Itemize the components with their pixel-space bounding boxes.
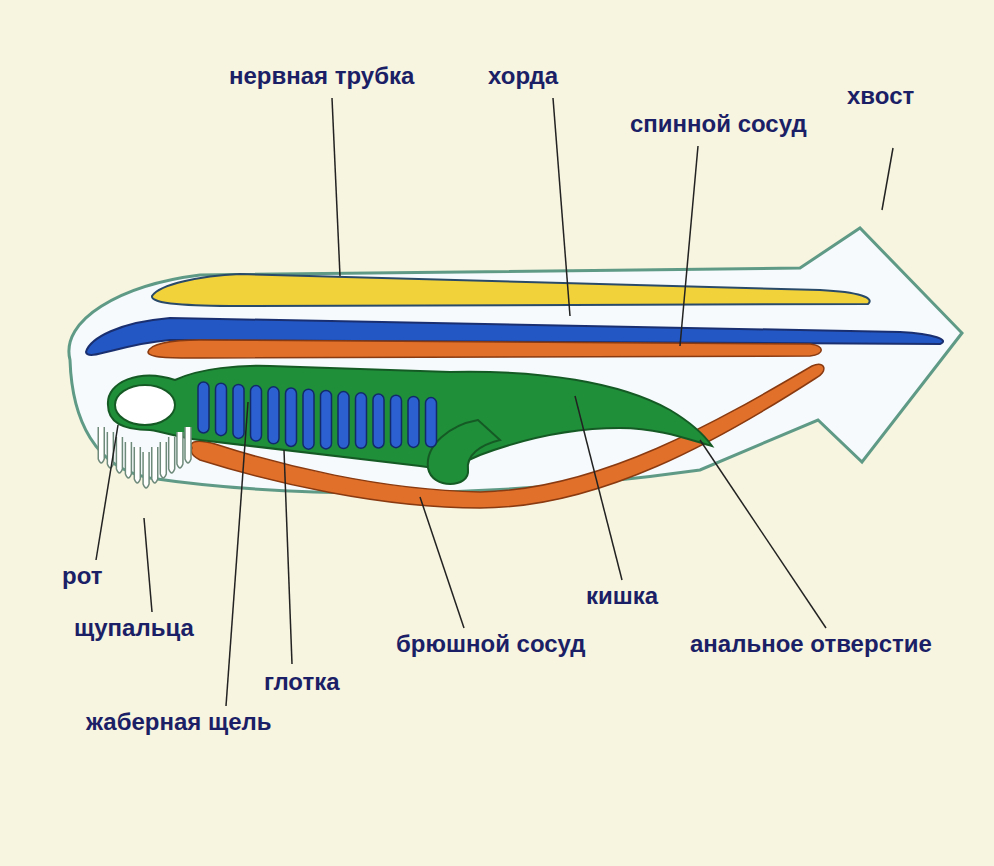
part-label: брюшной сосуд: [394, 630, 588, 658]
dorsal-vessel: [148, 340, 821, 358]
part-label: хорда: [486, 62, 560, 90]
tentacle: [177, 432, 183, 468]
gill-slit: [338, 392, 349, 449]
gill-slit: [303, 389, 314, 449]
part-label: жаберная щель: [84, 708, 274, 736]
gill-slit: [373, 394, 384, 448]
tentacle: [143, 452, 149, 488]
gill-slit: [321, 390, 332, 449]
tentacle: [125, 442, 131, 478]
tentacle: [116, 437, 122, 473]
hepatic-caecum: [428, 420, 500, 484]
gill-slit: [268, 387, 279, 444]
gill-slit: [198, 382, 209, 433]
gill-slit: [356, 393, 367, 449]
tentacle: [98, 427, 104, 463]
nerve-tube: [152, 274, 870, 306]
tentacle: [169, 437, 175, 473]
gill-slit: [233, 384, 244, 438]
gill-slit: [408, 396, 419, 447]
gill-slit: [391, 395, 402, 448]
tentacle: [160, 442, 166, 478]
mouth-cavity: [115, 385, 175, 425]
tentacle: [185, 427, 191, 463]
gill-slit: [216, 383, 227, 436]
gill-slit: [426, 398, 437, 448]
gill-slits: [198, 382, 437, 449]
part-label: рот: [60, 562, 104, 590]
gill-slit: [251, 386, 262, 442]
gill-slit: [286, 388, 297, 447]
part-label: глотка: [262, 668, 342, 696]
part-label: кишка: [584, 582, 660, 610]
tentacle: [134, 447, 140, 483]
part-label: спинной сосуд: [628, 110, 809, 138]
part-label: щупальца: [72, 614, 196, 642]
part-label: хвост: [845, 82, 916, 110]
part-label: нервная трубка: [227, 62, 416, 90]
tentacle: [152, 447, 158, 483]
leader-lines: [96, 98, 893, 706]
part-label: анальное отверстие: [688, 630, 934, 658]
gut: [108, 366, 712, 468]
